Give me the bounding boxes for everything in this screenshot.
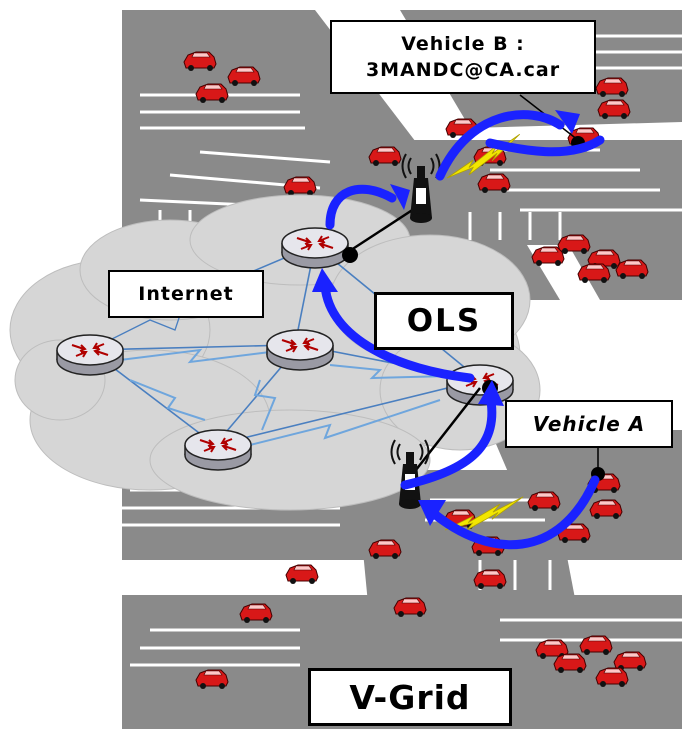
car-icon <box>227 66 261 87</box>
car-icon <box>393 597 427 618</box>
car-icon <box>368 146 402 167</box>
car-icon <box>368 539 402 560</box>
vehicle-b-address: 3MANDC@CA.car <box>365 59 561 81</box>
car-icon <box>589 499 623 520</box>
car-icon <box>239 603 273 624</box>
router-icon <box>56 334 124 376</box>
data-flow-arrows <box>320 110 605 550</box>
router-icon <box>266 329 334 371</box>
car-icon <box>473 569 507 590</box>
car-icon <box>553 653 587 674</box>
internet-label: Internet <box>108 270 264 318</box>
car-icon <box>283 176 317 197</box>
car-icon <box>577 263 611 284</box>
car-icon <box>615 259 649 280</box>
car-icon <box>595 77 629 98</box>
v-grid-label: V-Grid <box>308 668 512 726</box>
car-icon <box>595 667 629 688</box>
car-icon <box>477 173 511 194</box>
lightning-bolt-icon <box>119 348 451 446</box>
car-icon <box>195 83 229 104</box>
car-icon <box>195 669 229 690</box>
router-icon <box>281 227 349 269</box>
car-icon <box>531 246 565 267</box>
car-icon <box>597 99 631 120</box>
car-icon <box>527 491 561 512</box>
ols-label: OLS <box>374 292 514 350</box>
router-icon <box>446 364 514 406</box>
car-icon <box>285 564 319 585</box>
vehicle-b-label: Vehicle B : 3MANDC@CA.car <box>330 20 596 94</box>
vehicle-b-title: Vehicle B : <box>401 33 525 55</box>
router-icon <box>184 429 252 471</box>
arrow-heads <box>312 110 580 526</box>
connection-node <box>342 247 358 263</box>
car-icon <box>183 51 217 72</box>
vehicle-a-label: Vehicle A <box>505 400 673 448</box>
wired-links <box>347 203 481 476</box>
car-icon <box>579 635 613 656</box>
car-icon <box>557 234 591 255</box>
